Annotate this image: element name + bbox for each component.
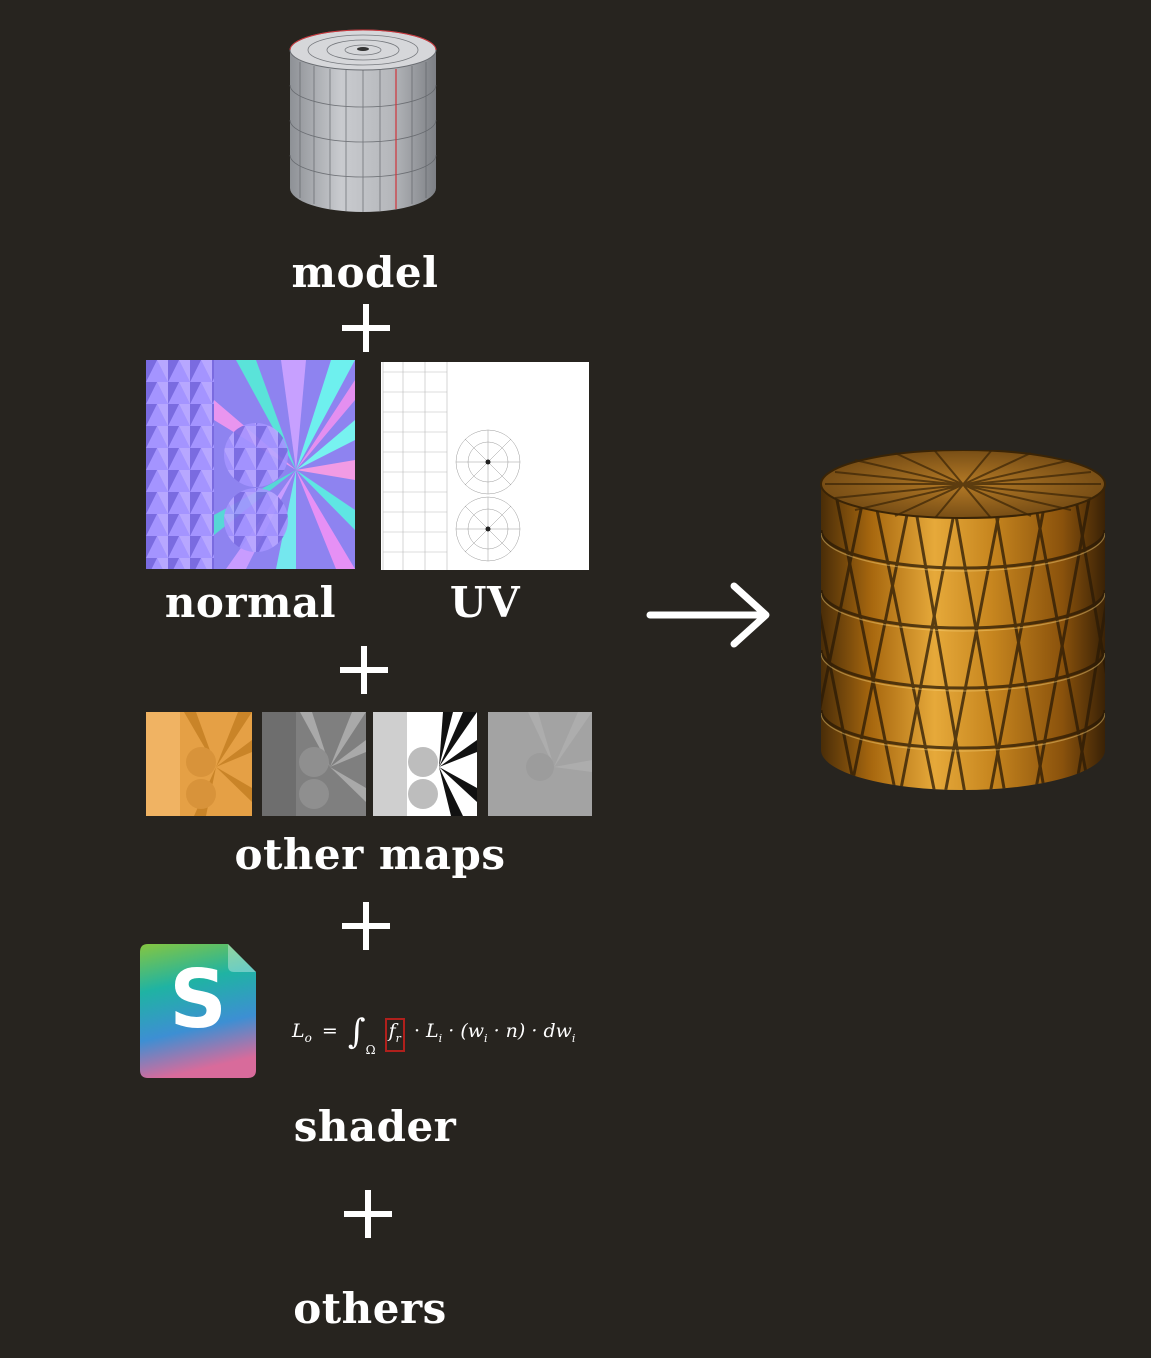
formula-rest2-sub: i <box>571 1031 576 1045</box>
formula-rest: · (w <box>448 1020 485 1042</box>
plus-icon <box>340 646 388 694</box>
formula-dot: · <box>413 1020 420 1042</box>
plus-icon <box>342 304 390 352</box>
rendering-equation: Lo = ∫Ω fr · Li · (wi · n) · dwi <box>292 1006 576 1057</box>
formula-integral: ∫ <box>347 1012 366 1052</box>
formula-lhs-sub: o <box>304 1030 312 1045</box>
height-map-image <box>488 712 592 816</box>
metallic-map-image <box>373 712 477 816</box>
model-cylinder-image <box>289 29 437 212</box>
right-arrow-icon <box>646 582 770 648</box>
normal-map-image <box>146 360 355 569</box>
rendered-cylinder-image <box>820 450 1106 790</box>
shader-app-letter: S <box>169 953 227 1046</box>
formula-brdf: f <box>388 1020 396 1042</box>
uv-map-image <box>381 362 589 570</box>
uv-label: UV <box>449 578 521 627</box>
formula-rest-sub: i <box>484 1031 488 1045</box>
formula-integral-sub: Ω <box>365 1042 376 1057</box>
shader-label: shader <box>293 1102 457 1151</box>
roughness-map-image <box>262 712 366 816</box>
formula-li-sub: i <box>438 1031 443 1045</box>
plus-icon <box>342 902 390 950</box>
formula-equals: = <box>321 1020 338 1042</box>
shader-app-icon <box>140 944 256 1078</box>
plus-icon <box>344 1190 392 1238</box>
formula-rest2: · n) · dw <box>493 1020 572 1042</box>
formula-brdf-sub: r <box>395 1031 401 1045</box>
others-label: others <box>293 1284 447 1333</box>
model-label: model <box>291 248 439 297</box>
formula-li: L <box>426 1020 439 1042</box>
albedo-map-image <box>146 712 252 816</box>
formula-brdf-box: fr <box>384 1018 405 1052</box>
normal-label: normal <box>164 578 337 627</box>
formula-lhs: L <box>292 1020 305 1042</box>
other-maps-label: other maps <box>234 830 506 879</box>
